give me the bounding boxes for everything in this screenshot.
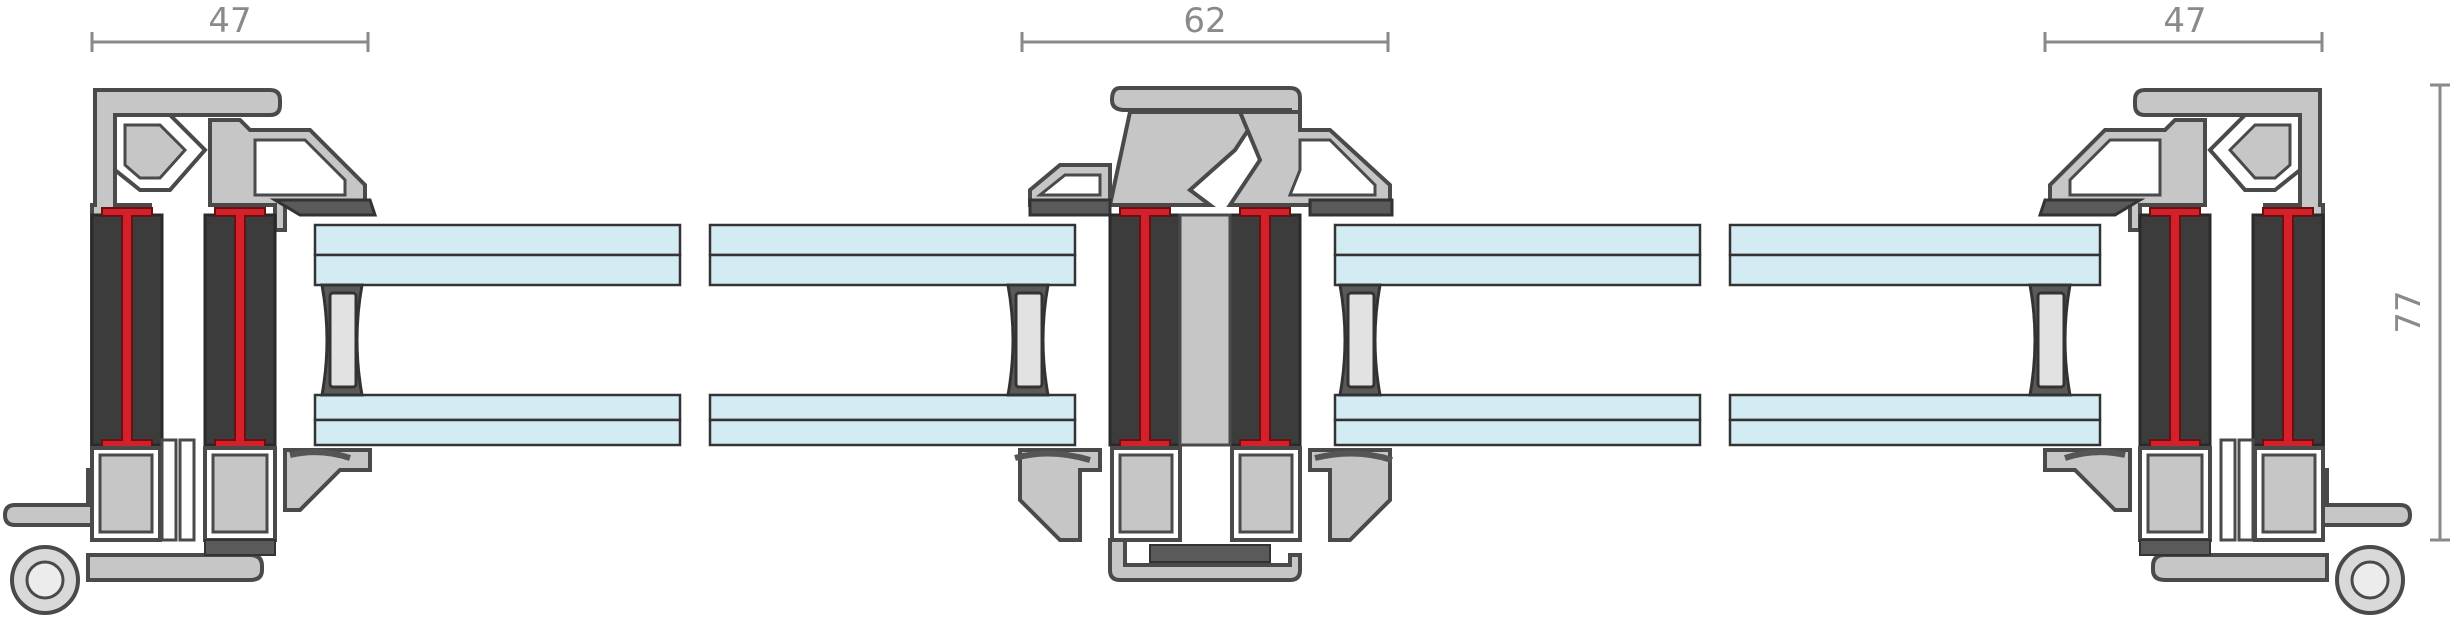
glass-pane [313, 223, 682, 257]
dimension-label-center: 62 [1183, 1, 1226, 41]
glass-spacer [1006, 283, 1050, 397]
glass-pane [708, 253, 1077, 287]
glass-panes [313, 223, 2102, 447]
glass-pane [1333, 223, 1702, 257]
dimension-label-right: 47 [2163, 1, 2206, 41]
dimension-center: 62 [1020, 1, 1390, 52]
glass-spacer [1338, 283, 1382, 397]
glass-pane [1728, 393, 2102, 422]
glass-pane [1728, 223, 2102, 257]
dimension-left: 47 [90, 1, 370, 52]
glass-pane [708, 418, 1077, 447]
dimension-label-height: 77 [2389, 290, 2429, 333]
glass-pane [1333, 393, 1702, 422]
glass-pane [1728, 253, 2102, 287]
glass-pane [1728, 418, 2102, 447]
glass-pane [1333, 253, 1702, 287]
glass-spacer [320, 283, 364, 397]
left-roller [10, 545, 80, 615]
dimension-label-left: 47 [208, 1, 251, 41]
right-roller [2335, 545, 2405, 615]
dimension-height: 77 [2389, 83, 2450, 542]
glass-pane [1333, 418, 1702, 447]
dimension-right: 47 [2043, 1, 2324, 52]
glass-pane [708, 223, 1077, 257]
glass-pane [313, 393, 682, 422]
glass-pane [708, 393, 1077, 422]
glass-pane [313, 418, 682, 447]
glass-pane [313, 253, 682, 287]
glass-spacer [2028, 283, 2072, 397]
center-interlock [1014, 86, 1394, 582]
